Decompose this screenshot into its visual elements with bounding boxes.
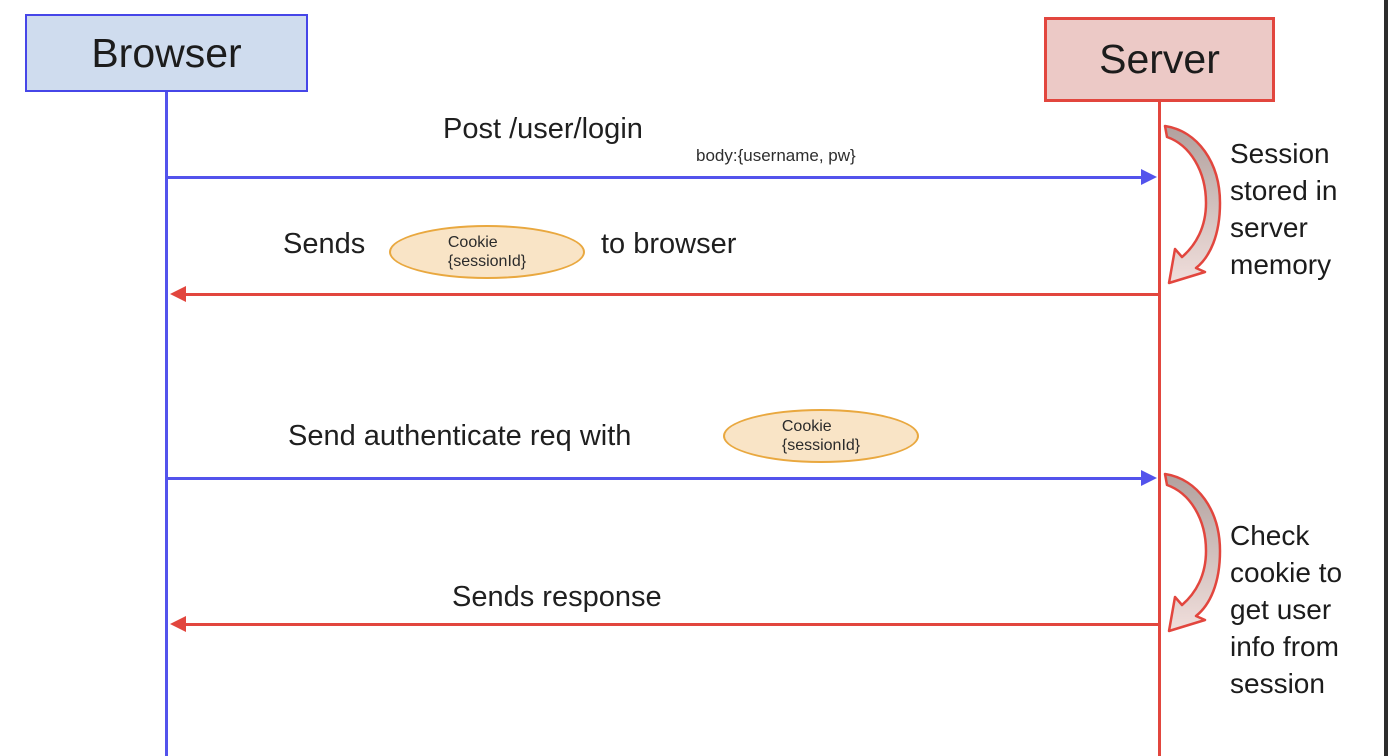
message-1-arrow-line bbox=[167, 176, 1144, 179]
arrowhead-right-icon bbox=[1141, 169, 1157, 185]
message-2-prefix-label: Sends bbox=[283, 228, 366, 260]
browser-actor-label: Browser bbox=[91, 29, 242, 76]
message-1-label: Post /user/login bbox=[443, 113, 643, 145]
server-lifeline bbox=[1158, 102, 1161, 756]
message-3-prefix-label: Send authenticate req with bbox=[288, 420, 632, 452]
server-actor-label: Server bbox=[1099, 36, 1220, 82]
message-1-sublabel: body:{username, pw} bbox=[696, 146, 856, 165]
message-4-arrow-line bbox=[185, 623, 1160, 626]
browser-actor-box: Browser bbox=[25, 14, 308, 92]
arrowhead-right-icon bbox=[1141, 470, 1157, 486]
message-4-label: Sends response bbox=[452, 581, 662, 613]
server-actor-box: Server bbox=[1044, 17, 1275, 102]
cookie-session-id: {sessionId} bbox=[781, 437, 861, 454]
browser-lifeline bbox=[165, 92, 168, 756]
window-right-edge bbox=[1384, 0, 1388, 756]
cookie-label: Cookie bbox=[781, 418, 832, 435]
cookie-label: Cookie bbox=[447, 234, 498, 251]
cookie-ellipse: Cookie {sessionId} bbox=[389, 225, 585, 279]
arrowhead-left-icon bbox=[170, 286, 186, 302]
self-call-arrow-icon bbox=[1163, 472, 1222, 633]
cookie-session-id: {sessionId} bbox=[447, 253, 527, 270]
arrowhead-left-icon bbox=[170, 616, 186, 632]
annotation-session-stored: Session stored in server memory bbox=[1230, 138, 1338, 280]
message-2-suffix-label: to browser bbox=[601, 228, 737, 260]
self-call-arrow-icon bbox=[1163, 124, 1222, 285]
annotation-check-cookie: Check cookie to get user info from sessi… bbox=[1230, 520, 1343, 699]
message-3-arrow-line bbox=[167, 477, 1144, 480]
message-2-arrow-line bbox=[185, 293, 1160, 296]
cookie-ellipse: Cookie {sessionId} bbox=[723, 409, 919, 463]
